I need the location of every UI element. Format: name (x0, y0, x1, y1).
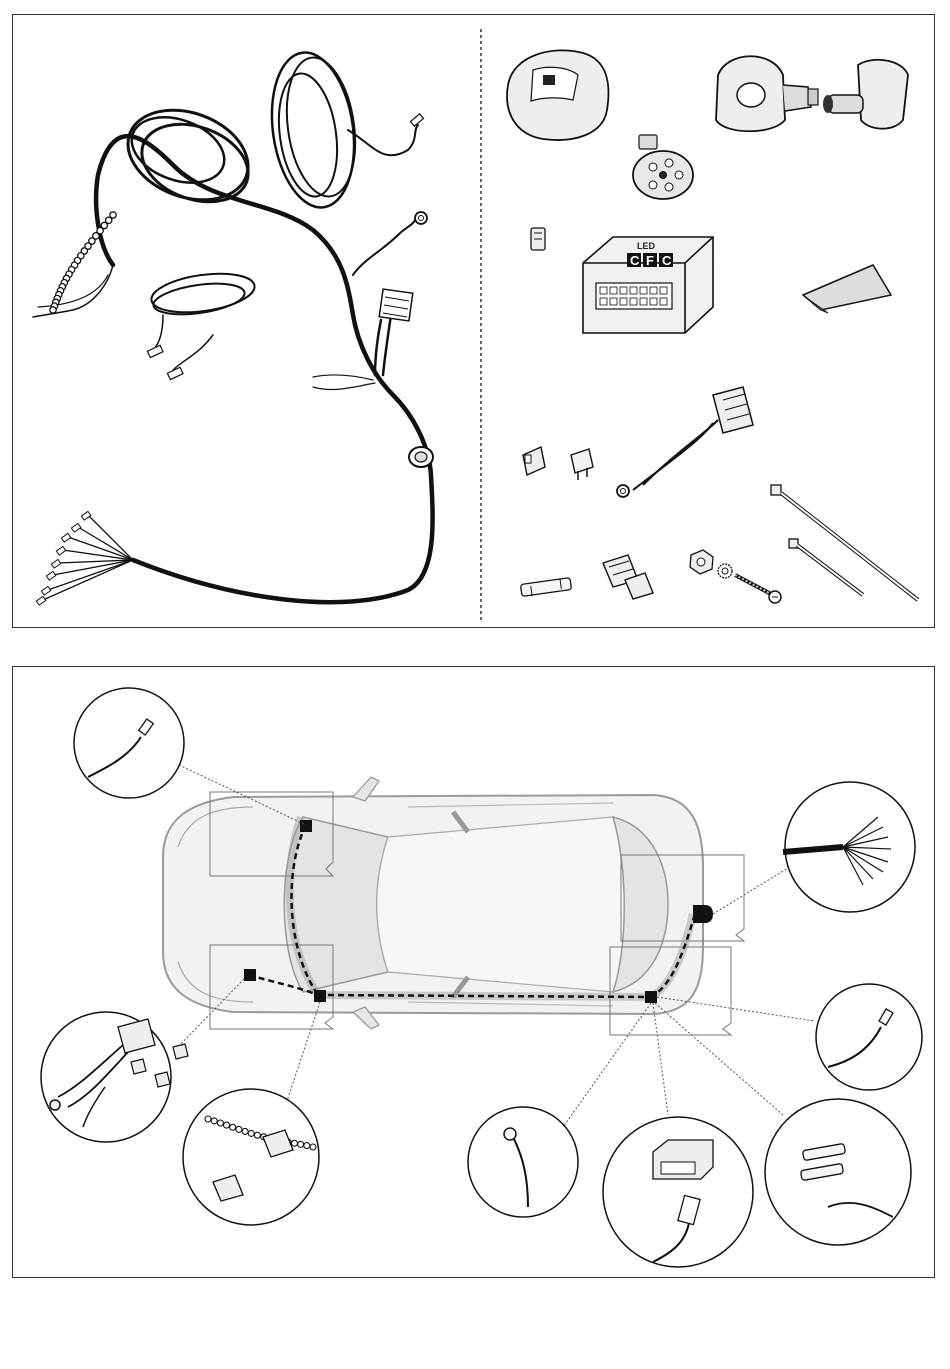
tube-bead (236, 1126, 242, 1132)
tube-bead (211, 1118, 217, 1124)
fan-wire-4 (63, 550, 133, 560)
trailer-socket-housing (507, 50, 608, 140)
harness-lead-ring (353, 220, 415, 275)
rubber-seal (823, 60, 908, 129)
cable-grommet (409, 447, 433, 467)
tube-bead (242, 1128, 248, 1134)
harness-lead-small-a (173, 335, 213, 370)
tube-bead (310, 1144, 316, 1150)
logo-letter-2: F (646, 253, 654, 268)
harness-coil-right-inner (279, 53, 364, 201)
wire-terminal (71, 523, 80, 532)
lock-washer (718, 564, 732, 578)
harness-connector (379, 289, 413, 321)
tube-bead (205, 1116, 211, 1122)
wire-terminal (41, 586, 50, 595)
car-top-view (163, 777, 703, 1029)
marker-rear-socket (693, 905, 713, 923)
ring-terminal (415, 212, 427, 224)
tube-bead (248, 1130, 254, 1136)
module-pin (660, 287, 667, 294)
trailer-socket-pins (633, 135, 693, 199)
callout-spade-terminal (74, 688, 184, 798)
installation-diagram-panel (12, 666, 935, 1278)
module-pin (660, 298, 667, 305)
callout-corrugated-taps (183, 1089, 319, 1225)
module-pin (620, 298, 627, 305)
wire-terminal (51, 559, 60, 568)
wire-terminal (56, 546, 65, 555)
screw (735, 575, 781, 603)
wire-terminal (61, 533, 70, 542)
adhesive-pad (803, 265, 891, 313)
module-led-label: LED (637, 241, 656, 251)
callout-spade-terminal-rear (816, 984, 922, 1090)
wire-terminal (46, 571, 55, 580)
module-logo: C F C (627, 253, 673, 268)
harness-lead-top-right (348, 125, 418, 155)
module-pin (640, 298, 647, 305)
marker-rear-junction (645, 991, 657, 1003)
module-pin (630, 298, 637, 305)
module-pin (650, 298, 657, 305)
fuse-holder (523, 447, 545, 475)
marker-front-lower (244, 969, 256, 981)
tube-bead (254, 1132, 260, 1138)
led-control-module: LED C F C (583, 237, 713, 333)
marker-front-upper (300, 820, 312, 832)
module-pin (610, 298, 617, 305)
logo-letter-1: C (630, 253, 640, 268)
harness-loose-wire-a (313, 375, 373, 380)
relay-ground-lead (617, 387, 753, 497)
tube-bead (230, 1124, 236, 1130)
harness-loose-wire-b (313, 383, 375, 390)
wire-tap-connectors (603, 555, 653, 599)
harness-left-wire-end-b (38, 275, 108, 307)
tube-bead (217, 1120, 223, 1126)
wire-terminal (36, 596, 45, 605)
module-pin (630, 287, 637, 294)
logo-letter-3: C (662, 253, 672, 268)
harness-lead-connector-b (375, 320, 381, 375)
module-pin (610, 287, 617, 294)
tube-bead (292, 1140, 298, 1146)
harness-coil-right-inner2 (272, 70, 345, 201)
fan-wire-7 (48, 560, 133, 590)
module-pin (600, 287, 607, 294)
harness-lead-small-b (153, 315, 163, 350)
small-plug (531, 228, 545, 250)
tube-bead (298, 1141, 304, 1147)
module-pin (620, 287, 627, 294)
wire-terminal (81, 511, 90, 520)
module-pin (600, 298, 607, 305)
wiring-harness (33, 47, 433, 602)
module-pin (650, 287, 657, 294)
module-pin (640, 287, 647, 294)
harness-main-trunk (96, 136, 432, 602)
socket-mounting-plate (716, 56, 818, 131)
harness-lead-connector (383, 315, 391, 375)
tube-bead (304, 1143, 310, 1149)
marker-front-junction (314, 990, 326, 1002)
glass-fuse (520, 578, 571, 597)
kit-contents-drawing: LED C F C (13, 15, 934, 627)
blade-fuse (571, 449, 593, 480)
tube-bead (224, 1122, 230, 1128)
installation-drawing (13, 667, 934, 1277)
kit-contents-panel: LED C F C (12, 14, 935, 628)
tube-bead (50, 307, 56, 313)
hex-nut (690, 550, 713, 574)
